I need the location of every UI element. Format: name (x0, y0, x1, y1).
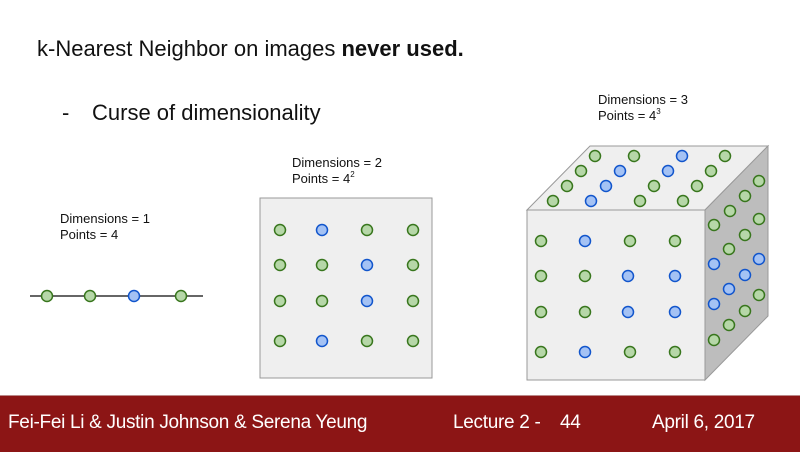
points-text: Points = 4 (292, 171, 351, 186)
title-regular: k-Nearest Neighbor on images (37, 36, 342, 61)
line-1d (30, 289, 203, 303)
dimensionality-diagram (30, 144, 770, 382)
cube-3d (525, 144, 770, 382)
points-label: Points = 4 (60, 227, 150, 243)
title-bold: never used. (341, 36, 464, 61)
square-2d (259, 197, 433, 379)
points-exponent: 2 (350, 170, 355, 179)
footer-bar: Fei-Fei Li & Justin Johnson & Serena Yeu… (0, 395, 800, 452)
footer-lecture: Lecture 2 - (453, 412, 541, 433)
footer-authors: Fei-Fei Li & Justin Johnson & Serena Yeu… (8, 412, 368, 433)
dimensions-label: Dimensions = 3 (598, 92, 688, 107)
footer-page-number: 44 (560, 412, 581, 433)
dimensions-label: Dimensions = 2 (292, 155, 382, 170)
bullet-marker: - (62, 100, 70, 125)
points-exponent: 3 (656, 107, 661, 116)
dimensions-label: Dimensions = 1 (60, 211, 150, 226)
slide-title: k-Nearest Neighbor on images never used. (37, 36, 464, 62)
points-label: Points = 42 (292, 171, 382, 187)
panel-3d-label: Dimensions = 3 Points = 43 (598, 92, 688, 124)
bullet-text: Curse of dimensionality (92, 100, 321, 125)
footer-date: April 6, 2017 (652, 412, 755, 433)
panel-2d-label: Dimensions = 2 Points = 42 (292, 155, 382, 187)
points-text: Points = 4 (598, 108, 657, 123)
points-label: Points = 43 (598, 108, 688, 124)
panel-1d-label: Dimensions = 1 Points = 4 (60, 211, 150, 243)
points-text: Points = 4 (60, 227, 119, 242)
bullet-item: -Curse of dimensionality (62, 100, 321, 126)
